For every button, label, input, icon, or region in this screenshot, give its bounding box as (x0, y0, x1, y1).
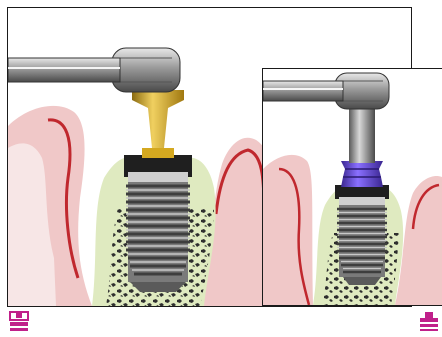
gold-abutment (132, 90, 184, 156)
handpiece-arm (8, 58, 120, 82)
remove-tray-icon-graphic (418, 310, 440, 332)
abutment-seating-panel (262, 68, 442, 306)
remove-tray-icon[interactable] (418, 310, 440, 332)
insert-tray-icon-graphic (8, 310, 30, 332)
handpiece-head (112, 48, 180, 92)
driver-shaft (349, 105, 375, 163)
insert-tray-icon[interactable] (8, 310, 30, 332)
abutment-seating-illustration (263, 69, 442, 305)
implant-threads (126, 182, 190, 292)
blue-collar-abutment (341, 161, 383, 187)
